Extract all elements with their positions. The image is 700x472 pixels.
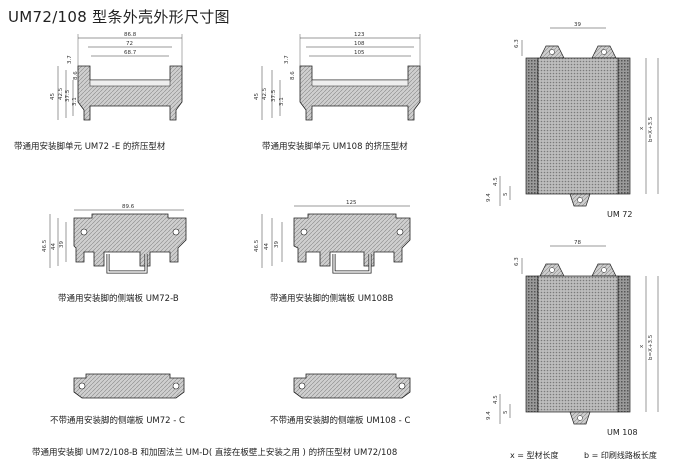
dim-height-1: 45	[50, 93, 56, 100]
dim-height-3: 37.5	[65, 89, 71, 102]
side-plate-um108-c	[293, 373, 411, 399]
dim-width-1: 86.8	[124, 32, 137, 38]
dim-width: 89.6	[122, 204, 135, 210]
dim-left-2: 5	[503, 410, 509, 414]
label-um72: UM 72	[607, 210, 633, 219]
dim-x: x	[639, 344, 645, 348]
dim-height-3: 39	[274, 241, 280, 248]
caption-side-um72-b: 带通用安装脚的侧端板 UM72-B	[58, 294, 179, 304]
dim-width-3: 105	[354, 50, 365, 56]
caption-side-um108b: 带通用安装脚的侧端板 UM108B	[270, 294, 394, 304]
dim-height-4: 3.1	[72, 97, 78, 106]
caption-profile-um72-e: 带通用安装脚单元 UM72 -E 的挤压型材	[14, 142, 166, 152]
caption-side-um108-c: 不带通用安装脚的侧端板 UM108 - C	[270, 416, 411, 426]
side-plate-um108b: 125 46.5 44 39	[254, 200, 411, 274]
dim-width: 125	[346, 200, 357, 206]
top-view-um108: 78 6.3 x b=X+3.5 4.5 5 9.4	[486, 240, 659, 425]
dim-b: b=X+3.5	[648, 116, 654, 142]
caption-bottom: 带通用安装脚 UM72/108-B 和加固法兰 UM-D( 直接在板壁上安装之用…	[32, 448, 398, 458]
dim-left-1: 4.5	[493, 395, 499, 404]
dim-height-2: 44	[264, 243, 270, 250]
dim-tab: 6.3	[514, 39, 520, 48]
dim-width: 39	[574, 22, 581, 28]
dim-tab: 6.3	[514, 257, 520, 266]
dim-height-1: 46.5	[254, 239, 260, 252]
dim-width-1: 123	[354, 32, 365, 38]
dim-width-2: 108	[354, 41, 365, 47]
dim-height-2: 42.5	[262, 87, 268, 100]
dim-small-1: 3.7	[284, 55, 290, 64]
dim-height-3: 37.5	[271, 89, 277, 102]
profile-um108: 123 108 105 45 42.5 37.5 3.1 3.7 8.6	[254, 32, 421, 121]
dim-left-3: 9.4	[486, 411, 492, 420]
dim-width-3: 68.7	[124, 50, 137, 56]
caption-profile-um108: 带通用安装脚单元 UM108 的挤压型材	[262, 142, 408, 152]
caption-side-um72-c: 不带通用安装脚的侧端板 UM72 - C	[50, 416, 185, 426]
label-um108: UM 108	[607, 428, 638, 437]
dim-small-2: 8.6	[73, 71, 79, 80]
dim-left-3: 9.4	[486, 193, 492, 202]
dim-x: x	[639, 126, 645, 130]
top-view-um72: 39 6.3 x b=X+3.5 4.5 5 9.4	[486, 22, 659, 207]
dim-height-1: 45	[254, 93, 260, 100]
dim-height-4: 3.1	[279, 97, 285, 106]
dim-height-2: 42.5	[58, 87, 64, 100]
dim-width-2: 72	[126, 41, 133, 47]
dim-height-1: 46.5	[42, 239, 48, 252]
dim-width: 78	[574, 240, 581, 246]
dim-height-3: 39	[59, 241, 65, 248]
dim-b: b=X+3.5	[648, 334, 654, 360]
legend-x: x = 型材长度	[510, 451, 559, 460]
legend-b: b = 印刷线路板长度	[584, 451, 657, 460]
dim-height-2: 44	[51, 243, 57, 250]
page-title: UM72/108 型条外壳外形尺寸图	[8, 8, 230, 26]
side-plate-um72-c	[73, 373, 185, 399]
dim-small-1: 3.7	[67, 55, 73, 64]
side-plate-um72-b: 89.6 46.5 44 39	[42, 204, 187, 274]
dim-left-2: 5	[503, 192, 509, 196]
profile-um72-e: 86.8 72 68.7 45 42.5 37.5 3.1 3.7 8.6	[50, 32, 183, 121]
dim-left-1: 4.5	[493, 177, 499, 186]
dim-small-2: 8.6	[290, 71, 296, 80]
